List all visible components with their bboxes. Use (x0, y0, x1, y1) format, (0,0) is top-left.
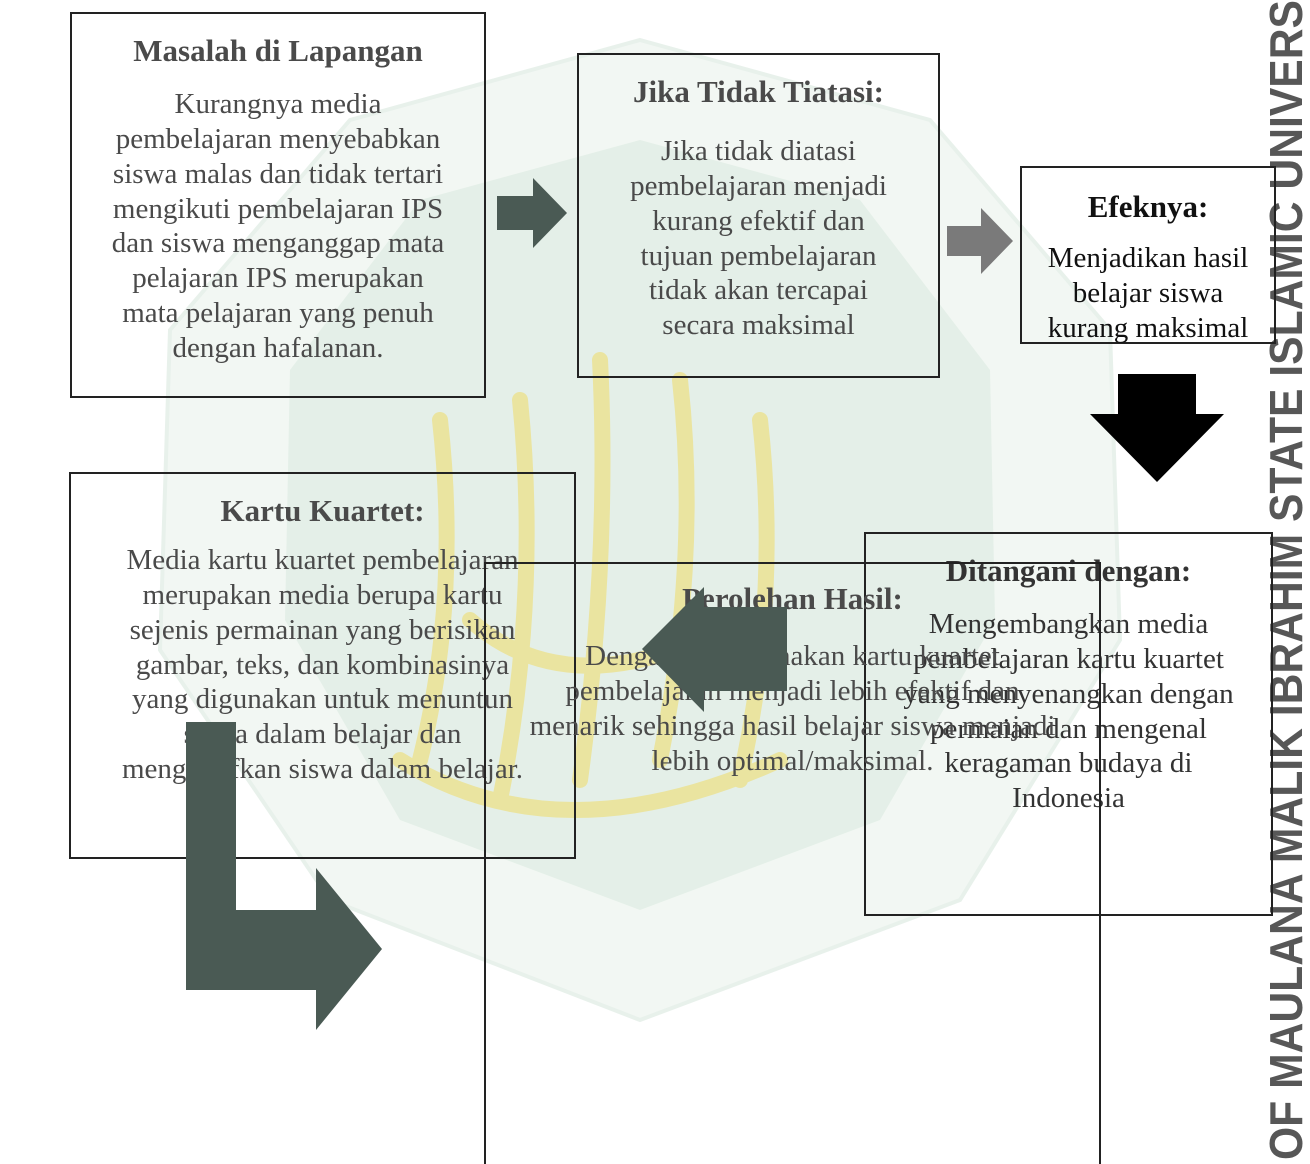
box-kartu-line: merupakan media berupa kartu (142, 578, 503, 611)
box-perolehan-line: Dengan menggunakan kartu kuartet (585, 640, 1000, 673)
box-kartu-line: yang digunakan untuk menuntun (132, 683, 513, 716)
box-kartu-title: Kartu Kuartet: (220, 493, 425, 528)
box-masalah-line: pembelajaran menyebabkan (115, 122, 441, 155)
box-ditangani-title: Ditangani dengan: (945, 553, 1192, 588)
arrow-left-icon (642, 587, 787, 712)
box-ditangani-dengan: Ditangani dengan: Mengembangkan media pe… (864, 532, 1273, 916)
arrow-bent-right-shape (186, 722, 382, 1030)
box-masalah-line: Kurangnya media (174, 88, 382, 121)
box-jika-line: kurang efektif dan (652, 204, 865, 237)
box-ditangani-line: Mengembangkan media (928, 608, 1209, 641)
box-kartu-line: gambar, teks, dan kombinasinya (135, 648, 510, 681)
box-masalah-line: dan siswa menganggap mata (111, 227, 445, 260)
box-perolehan-line: lebih optimal/maksimal. (651, 744, 934, 777)
box-masalah-line: mata pelajaran yang penuh (122, 296, 434, 329)
arrow-left-shape (642, 587, 787, 712)
arrow-down-shape (1090, 374, 1224, 482)
arrow-right-shape (497, 178, 567, 248)
box-masalah-line: siswa malas dan tidak tertari (112, 157, 444, 190)
box-kartu-line: sejenis permainan yang berisikan (129, 613, 516, 646)
box-ditangani-line: pembelajaran kartu kuartet (913, 642, 1224, 675)
box-masalah-line: pelajaran IPS merupakan (132, 262, 424, 295)
box-jika-line: tidak akan tercapai (649, 274, 868, 307)
box-ditangani-line: keragaman budaya di (944, 747, 1193, 780)
box-efek-line: Menjadikan hasil (1047, 242, 1249, 275)
box-kartu-kuartet: Kartu Kuartet: Media kartu kuartet pembe… (69, 472, 576, 859)
box-kartu-line: Media kartu kuartet pembelajaran (126, 544, 519, 577)
box-jika-line: Jika tidak diatasi (661, 135, 856, 168)
box-efeknya: Efeknya: Menjadikan hasil belajar siswa … (1020, 166, 1276, 344)
box-efek-line: kurang maksimal (1047, 311, 1249, 344)
box-perolehan-title: Perolehan Hasil: (682, 581, 903, 616)
arrow-right-icon (497, 178, 567, 248)
box-efek-title: Efeknya: (1087, 189, 1209, 224)
arrow-right-shape (947, 208, 1013, 274)
box-ditangani-line: yang menyenangkan dengan (903, 677, 1234, 710)
box-jika-tidak-diatasi: Jika Tidak Tiatasi: Jika tidak diatasi p… (577, 53, 940, 378)
arrow-right-icon (947, 208, 1013, 274)
box-perolehan-line: menarik sehingga hasil belajar siswa men… (529, 709, 1056, 742)
arrow-down-icon (1090, 374, 1224, 482)
arrow-bent-right-icon (186, 722, 382, 1030)
box-perolehan-hasil: Perolehan Hasil: Dengan menggunakan kart… (484, 562, 1101, 1164)
box-jika-line: tujuan pembelajaran (640, 239, 877, 272)
box-jika-line: secara maksimal (662, 309, 855, 342)
box-perolehan-line: pembelajaran menjadi lebih efektif dan (565, 674, 1020, 707)
box-masalah-line: mengikuti pembelajaran IPS (112, 192, 444, 225)
box-masalah-title: Masalah di Lapangan (133, 33, 423, 68)
box-ditangani-line: Indonesia (1012, 782, 1125, 815)
box-masalah-line: dengan hafalanan. (172, 331, 384, 364)
box-jika-line: pembelajaran menjadi (630, 169, 887, 202)
box-efek-line: belajar siswa (1072, 276, 1224, 309)
box-ditangani-line: permaian dan mengenal (930, 712, 1207, 745)
box-masalah: Masalah di Lapangan Kurangnya media pemb… (70, 12, 486, 398)
box-jika-title: Jika Tidak Tiatasi: (633, 74, 884, 109)
